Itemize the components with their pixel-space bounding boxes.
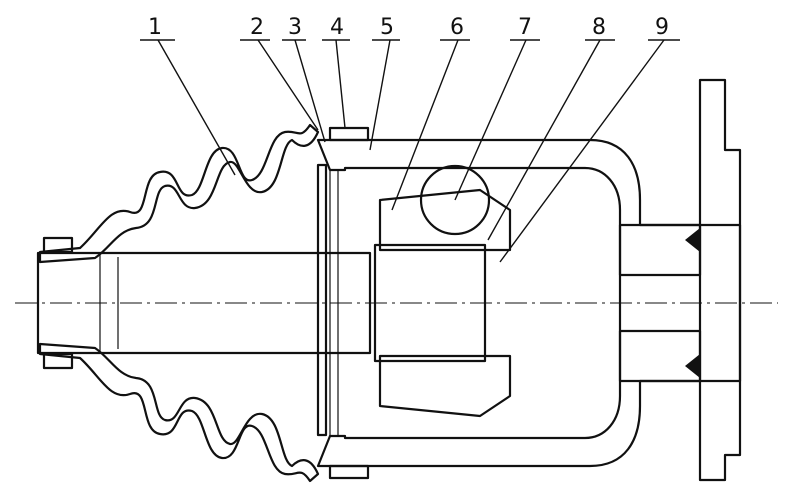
inner-race-upper bbox=[378, 188, 512, 252]
callout-4: 4 bbox=[330, 15, 344, 40]
housing-upper bbox=[316, 138, 702, 277]
callout-2: 2 bbox=[250, 15, 264, 40]
shaft bbox=[36, 251, 372, 355]
callout-5: 5 bbox=[380, 15, 394, 40]
callout-7: 7 bbox=[518, 15, 532, 40]
boot-upper bbox=[38, 123, 320, 264]
flange bbox=[698, 78, 742, 482]
weld-lower bbox=[685, 354, 700, 378]
inner-race-lower bbox=[378, 354, 512, 418]
boot-lower bbox=[38, 342, 320, 483]
callout-3: 3 bbox=[288, 15, 302, 40]
small-clamp bbox=[42, 236, 74, 370]
callouts: 1 2 3 4 5 6 7 8 9 bbox=[140, 15, 680, 263]
callout-8: 8 bbox=[592, 15, 606, 40]
ball bbox=[419, 164, 491, 236]
callout-1: 1 bbox=[148, 15, 162, 40]
callout-6: 6 bbox=[450, 15, 464, 40]
cage-ring bbox=[373, 243, 487, 363]
weld-upper bbox=[685, 228, 700, 252]
housing-lower bbox=[316, 329, 702, 468]
callout-9: 9 bbox=[655, 15, 669, 40]
seal-ring bbox=[316, 163, 339, 437]
